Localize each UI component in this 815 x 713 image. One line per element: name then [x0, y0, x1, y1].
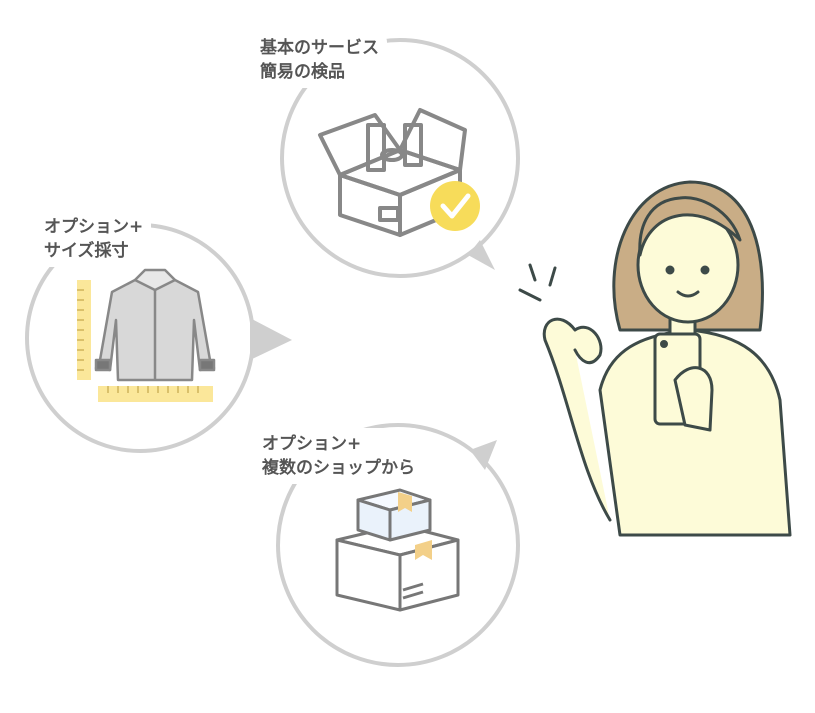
ruler-vertical-icon: [77, 280, 91, 380]
bubble-multi-line1: オプション+: [262, 434, 362, 454]
bubble-basic-line2: 簡易の検品: [260, 62, 345, 82]
bubble-measure-line1: オプション+: [44, 217, 144, 237]
bubble-multi-label: オプション+ 複数のショップから: [254, 428, 423, 484]
ruler-horizontal-icon: [98, 386, 213, 402]
bubble-measure-line2: サイズ採寸: [44, 241, 129, 261]
bubble-measure-label: オプション+ サイズ採寸: [36, 211, 152, 267]
open-box-icon: [318, 108, 467, 237]
bubble-basic-line1: 基本のサービス: [260, 38, 379, 58]
check-icon: [430, 181, 480, 231]
shirt-icon: [94, 268, 216, 382]
bubble-multi-line2: 複数のショップから: [262, 458, 415, 478]
stacked-boxes-icon: [335, 488, 460, 612]
bubble-basic-label: 基本のサービス 簡易の検品: [252, 32, 387, 88]
woman-illustration: [518, 180, 792, 537]
